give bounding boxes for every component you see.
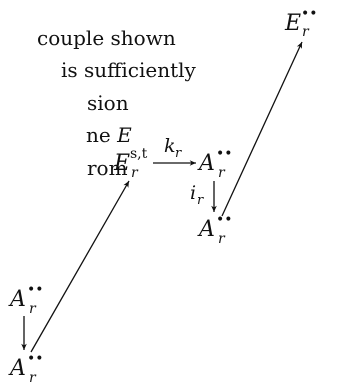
node-a-left-top-sup: •• — [27, 282, 44, 298]
text-line-3: sion — [87, 91, 129, 115]
node-a-mid-top-base: A — [197, 151, 215, 176]
text-line-2: is sufficiently — [61, 58, 196, 82]
text-line-4-prefix: ne — [86, 123, 118, 147]
label-k-base: k — [164, 135, 176, 157]
node-a-left-bot-base: A — [8, 356, 26, 381]
text-line-4: ne E — [86, 123, 132, 147]
text-line-4-math: E — [117, 123, 132, 147]
label-k: k r — [164, 135, 182, 161]
text-line-1: couple shown — [37, 26, 176, 50]
node-a-left-bot-sup: •• — [27, 351, 44, 367]
node-a-left-top: A •• r — [8, 282, 44, 317]
label-i-base: i — [190, 182, 196, 204]
node-a-left-bot: A •• r — [8, 351, 44, 386]
node-a-mid-bot-sub: r — [218, 231, 226, 247]
label-k-sub: r — [175, 146, 182, 161]
node-e-st-sup: s,t — [130, 146, 148, 162]
node-e-st-base: E — [113, 151, 130, 176]
node-e-st: E s,t r — [113, 146, 148, 181]
node-e-top-base: E — [284, 11, 301, 36]
node-a-mid-bot: A •• r — [197, 212, 233, 247]
label-i: i r — [190, 182, 204, 208]
arrow-diagonal-right — [221, 41, 303, 217]
node-e-top: E •• r — [284, 6, 318, 40]
node-a-left-top-base: A — [8, 287, 26, 312]
node-a-left-bot-sub: r — [29, 370, 37, 386]
text-line-5: rom — [87, 156, 128, 180]
node-e-st-sub: r — [131, 165, 139, 181]
node-a-mid-top-sup: •• — [216, 146, 233, 162]
node-e-top-sub: r — [302, 24, 310, 40]
arrow-diagonal-left — [30, 180, 130, 353]
label-i-sub: r — [197, 193, 204, 208]
node-a-mid-top: A •• r — [197, 146, 233, 181]
node-a-mid-bot-sup: •• — [216, 212, 233, 228]
node-a-mid-top-sub: r — [218, 165, 226, 181]
node-a-left-top-sub: r — [29, 301, 37, 317]
node-a-mid-bot-base: A — [197, 217, 215, 242]
node-e-top-sup: •• — [301, 6, 318, 22]
